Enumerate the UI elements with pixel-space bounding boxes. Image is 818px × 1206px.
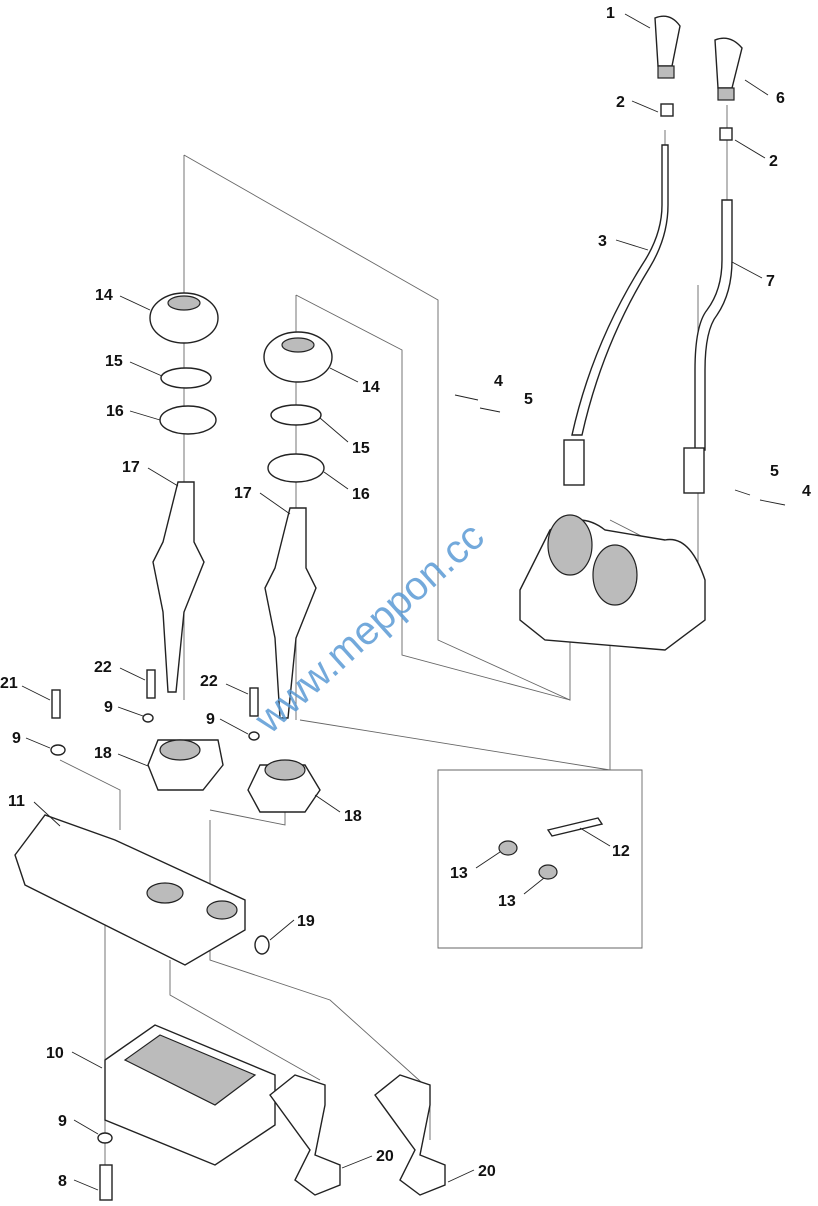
- callout-1: 1: [606, 5, 615, 22]
- callout-16: 16: [352, 486, 370, 503]
- callout-7: 7: [766, 273, 775, 290]
- seal-stacks: [149, 292, 333, 719]
- housings: [14, 739, 446, 1201]
- callout-4: 4: [802, 483, 811, 500]
- callout-18: 18: [344, 808, 362, 825]
- callout-13: 13: [450, 865, 468, 882]
- callout-17: 17: [122, 459, 140, 476]
- callout-2: 2: [616, 94, 625, 111]
- callout-labels: 1 6 2 2 3 7 14 14 15 15 16 16 17 17 4 5 …: [0, 5, 811, 1190]
- callout-8: 8: [58, 1173, 67, 1190]
- callout-5: 5: [770, 463, 779, 480]
- callout-21: 21: [0, 675, 18, 692]
- callout-5: 5: [524, 391, 533, 408]
- callout-13: 13: [498, 893, 516, 910]
- callout-14: 14: [362, 379, 380, 396]
- shift-levers: [454, 15, 786, 506]
- callout-14: 14: [95, 287, 113, 304]
- callout-6: 6: [776, 90, 785, 107]
- callout-4: 4: [494, 373, 503, 390]
- callout-18: 18: [94, 745, 112, 762]
- callout-20: 20: [478, 1163, 496, 1180]
- dust-boots: [519, 514, 706, 651]
- callout-15: 15: [352, 440, 370, 457]
- small-hardware: [50, 669, 604, 1144]
- callout-20: 20: [376, 1148, 394, 1165]
- callout-22: 22: [200, 673, 218, 690]
- callout-9: 9: [104, 699, 113, 716]
- callout-3: 3: [598, 233, 607, 250]
- callout-11: 11: [8, 793, 25, 810]
- callout-19: 19: [297, 913, 315, 930]
- callout-9: 9: [58, 1113, 67, 1130]
- callout-9: 9: [12, 730, 21, 747]
- callout-16: 16: [106, 403, 124, 420]
- callout-17: 17: [234, 485, 252, 502]
- callout-2: 2: [769, 153, 778, 170]
- callout-22: 22: [94, 659, 112, 676]
- callout-9: 9: [206, 711, 215, 728]
- callout-15: 15: [105, 353, 123, 370]
- callout-10: 10: [46, 1045, 64, 1062]
- callout-12: 12: [612, 843, 630, 860]
- leader-lines: [21, 13, 769, 1191]
